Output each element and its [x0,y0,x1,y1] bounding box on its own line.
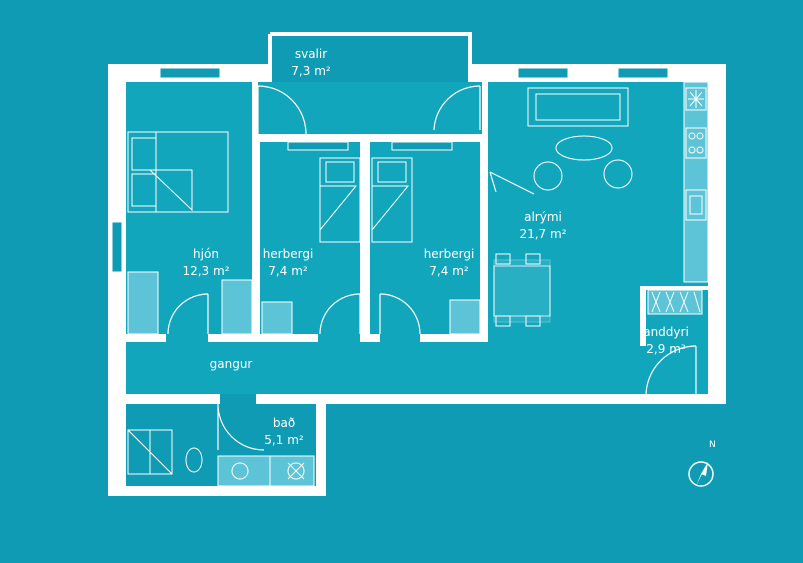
doors [167,85,697,451]
sofa-icon [527,87,629,127]
room-name: hjón [193,247,219,261]
room-name: svalir [294,47,328,61]
room-area: 7,3 m² [291,64,331,78]
room-label-hjon: hjón 12,3 m² [182,246,229,280]
room-label-alrymi: alrými 21,7 m² [519,209,566,243]
room-label-herbergi-2: herbergi 7,4 m² [424,246,475,280]
dining-table-icon [493,253,551,327]
room-area: 12,3 m² [182,264,230,278]
sink-icon [685,189,707,221]
windows [111,67,669,273]
room-name: herbergi [423,247,475,261]
coffee-table-icon [555,135,613,161]
room-name: gangur [209,357,253,371]
fridge-icon [685,87,707,111]
room-area: 7,4 m² [429,264,469,278]
toilet-icon [185,447,203,473]
armchair-icon [533,159,633,191]
room-area: 7,4 m² [268,264,308,278]
room-label-bad: bað 5,1 m² [264,415,303,449]
room-name: alrými [524,210,562,224]
interior-floor [126,82,708,394]
room-label-anddyri: anddyri 2,9 m² [643,324,689,358]
washbasin-icon [231,456,305,486]
room-area: 21,7 m² [519,227,567,241]
room-label-gangur: gangur [210,356,253,373]
single-bed-icon [371,157,413,243]
room-area: 5,1 m² [264,433,304,447]
room-name: anddyri [643,325,689,339]
room-name: bað [272,416,296,430]
stove-icon [685,127,707,159]
wardrobe-hangers [651,291,701,313]
shower-icon [127,429,173,475]
fixtures [127,81,709,487]
single-bed-icon [319,157,361,243]
compass-north-label: N [709,440,716,450]
room-area: 2,9 m² [646,342,686,356]
north-compass-icon [688,461,714,487]
room-label-herbergi-1: herbergi 7,4 m² [263,246,314,280]
double-bed-icon [127,131,229,213]
interior-walls [126,82,708,404]
room-label-svalir: svalir 7,3 m² [291,46,330,80]
room-name: herbergi [262,247,314,261]
